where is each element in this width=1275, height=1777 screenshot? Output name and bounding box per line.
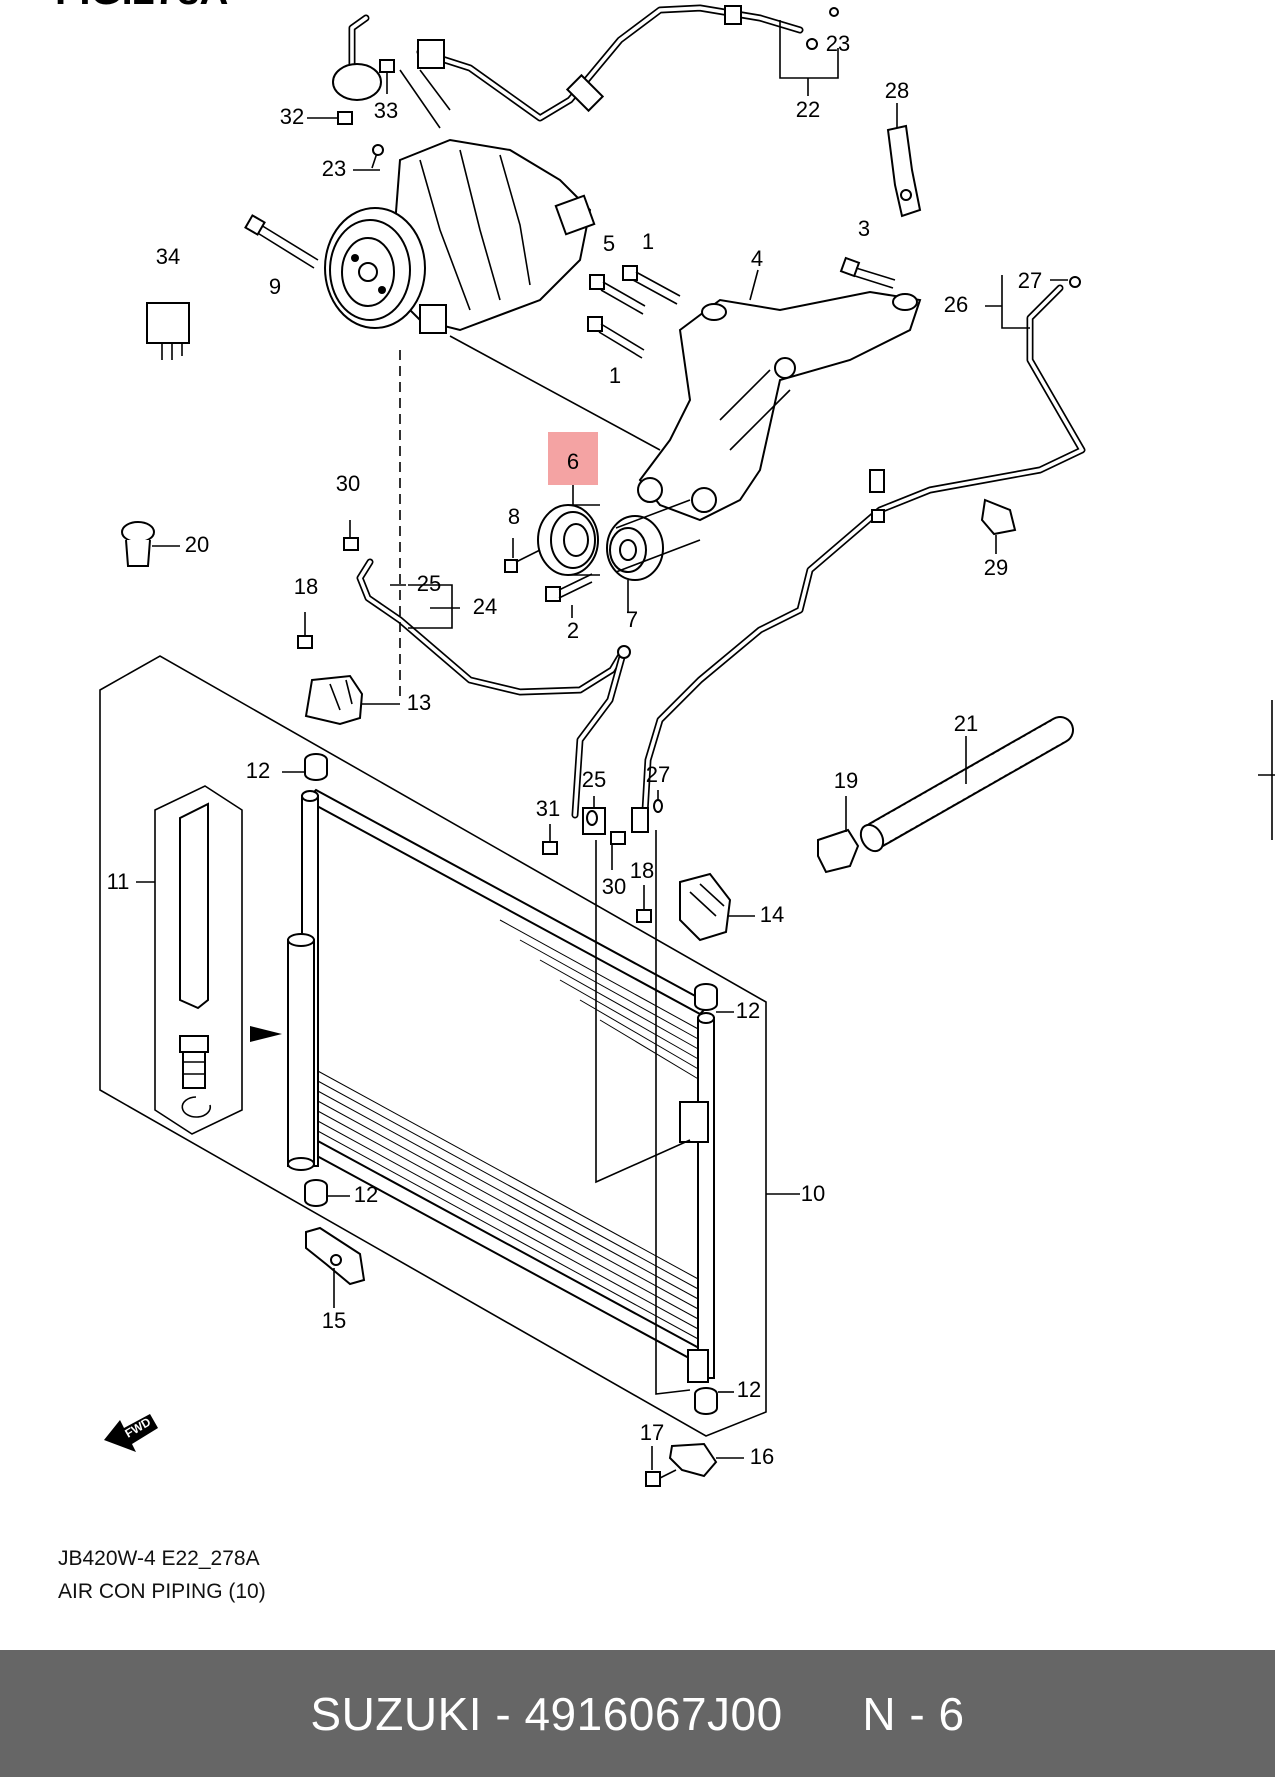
callout-27-lower: 27 <box>646 762 670 787</box>
bolt-30-upper <box>343 520 359 551</box>
callout-34: 34 <box>156 244 180 269</box>
callout-30-upper: 30 <box>336 471 360 496</box>
footer-separator: - <box>482 1687 525 1740</box>
fitting-19 <box>817 828 860 874</box>
pulley-bearing <box>606 515 664 581</box>
bolt-3 <box>839 256 896 289</box>
bolt-30-lower <box>610 831 626 870</box>
ac-compressor <box>324 138 596 334</box>
callout-11: 11 <box>107 869 130 894</box>
callout-9: 9 <box>269 274 281 299</box>
callout-13: 13 <box>407 690 431 715</box>
bracket-15 <box>305 1226 366 1286</box>
callout-10: 10 <box>801 1181 825 1206</box>
relay-34 <box>146 302 190 360</box>
callout-31: 31 <box>536 796 560 821</box>
footer-caption: SUZUKI - 4916067J00 N - 6 <box>0 1650 1275 1777</box>
highlight-box <box>548 432 598 485</box>
callout-24: 24 <box>473 594 497 619</box>
bracket-28 <box>886 124 922 218</box>
callout-12-bottom-left: 12 <box>354 1182 378 1207</box>
diagram-code: JB420W-4 E22_278A <box>58 1547 260 1570</box>
drain-hose-21 <box>859 716 1074 853</box>
callout-21: 21 <box>954 711 978 736</box>
bolt-18-lower <box>636 885 652 923</box>
condenser <box>99 655 767 1437</box>
figure-label: FIG.278A <box>55 0 228 13</box>
idler-pulley <box>537 504 600 576</box>
callout-18-lower: 18 <box>630 858 654 883</box>
callout-18-upper: 18 <box>294 574 318 599</box>
callout-2: 2 <box>567 618 579 643</box>
callout-1-lower: 1 <box>609 363 621 388</box>
callout-29: 29 <box>984 555 1008 580</box>
bolt-18-upper <box>297 612 313 649</box>
callout-32: 32 <box>280 104 304 129</box>
callout-12-right-lower: 12 <box>737 1377 761 1402</box>
callout-23-top: 23 <box>826 31 850 56</box>
bolt-1-lower <box>587 316 645 359</box>
callout-22: 22 <box>796 97 820 122</box>
callout-4: 4 <box>751 246 763 271</box>
callout-1-upper: 1 <box>642 229 654 254</box>
callout-12-top-left: 12 <box>246 758 270 783</box>
liquid-pipe <box>641 284 1086 816</box>
callout-6: 6 <box>567 449 579 474</box>
discharge-hose <box>332 4 804 122</box>
clip-29 <box>980 498 1017 536</box>
dryer-insert-11 <box>154 785 243 1135</box>
bracket-14 <box>679 872 732 942</box>
callout-3: 3 <box>858 216 870 241</box>
footer-brand: SUZUKI <box>310 1687 483 1740</box>
callout-16: 16 <box>750 1444 774 1469</box>
bolt-32 <box>307 111 353 125</box>
compressor-bracket <box>637 290 922 522</box>
bolt-17 <box>645 1469 677 1487</box>
footer-part-number: 4916067J00 <box>524 1687 783 1740</box>
bolt-1-upper <box>622 265 681 305</box>
bracket-13 <box>304 674 364 726</box>
callout-8: 8 <box>508 504 520 529</box>
diagram-title: AIR CON PIPING (10) <box>58 1580 266 1603</box>
reference-block: JB420W-4 E22_278A AIR CON PIPING (10) <box>58 1542 266 1608</box>
footer-gap <box>783 1687 863 1741</box>
callout-14: 14 <box>760 902 784 927</box>
fwd-arrow-icon: FWD <box>104 1414 158 1452</box>
callout-17: 17 <box>640 1420 664 1445</box>
bolt-2 <box>545 573 593 602</box>
suction-pipe <box>356 558 631 819</box>
mount-12-bottom-left <box>304 1179 328 1207</box>
callout-27-top: 27 <box>1018 268 1042 293</box>
callout-12-right-upper: 12 <box>736 998 760 1023</box>
parts-diagram: FIG.278A 23 22 32 33 23 <box>55 0 1275 1487</box>
pipe-fittings-lower <box>582 799 663 835</box>
callout-26: 26 <box>944 292 968 317</box>
callout-19: 19 <box>834 768 858 793</box>
footer-bar: SUZUKI - 4916067J00 N - 6 <box>0 1650 1275 1777</box>
bracket-16 <box>668 1442 718 1478</box>
mount-12-right-lower <box>694 1387 718 1415</box>
bolt-5 <box>589 274 646 315</box>
mount-12-top-left <box>304 753 328 781</box>
clip-20 <box>121 521 155 567</box>
callout-28: 28 <box>885 78 909 103</box>
callout-25-upper: 25 <box>417 571 441 596</box>
footer-position: N - 6 <box>862 1687 965 1740</box>
bolt-8 <box>504 549 541 573</box>
callout-20: 20 <box>185 532 209 557</box>
bolt-33 <box>379 59 395 94</box>
mount-12-right-upper <box>694 983 718 1011</box>
callout-25-lower: 25 <box>582 767 606 792</box>
callout-15: 15 <box>322 1308 346 1333</box>
callout-33: 33 <box>374 98 398 123</box>
callout-5: 5 <box>603 231 615 256</box>
arrow-icon <box>250 1026 282 1042</box>
callout-7: 7 <box>626 607 638 632</box>
callout-23-left: 23 <box>322 156 346 181</box>
callout-30-lower: 30 <box>602 874 626 899</box>
bolt-9 <box>244 214 319 269</box>
